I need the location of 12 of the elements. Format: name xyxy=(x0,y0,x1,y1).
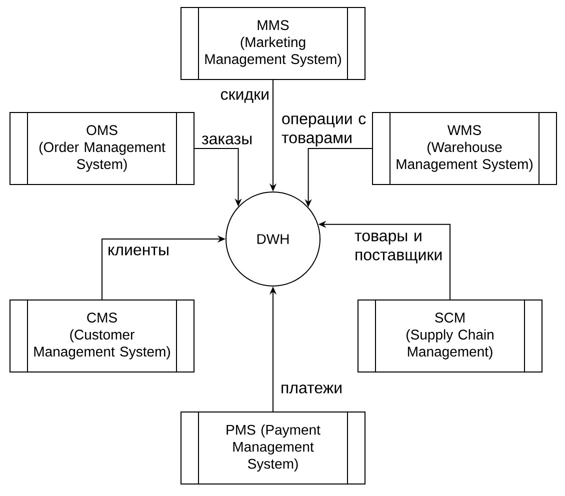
edge-label: товары и поставщики xyxy=(354,232,442,264)
process-box: MMS (Marketing Management System) xyxy=(180,6,366,80)
edge-label: скидки xyxy=(220,91,268,103)
edge-label: клиенты xyxy=(108,246,168,256)
process-box: WMS (Warehouse Management System) xyxy=(372,112,557,186)
process-box: OMS (Order Management System) xyxy=(10,112,194,186)
process-box: PMS (Payment Management System) xyxy=(180,411,366,485)
edge-label: заказы xyxy=(202,136,252,144)
process-box: SCM (Supply Chain Management) xyxy=(358,299,542,373)
edge-label: платежи xyxy=(282,384,342,394)
process-box: CMS (Customer Management System) xyxy=(10,299,194,373)
edge-label: операции с товарами xyxy=(282,116,366,146)
